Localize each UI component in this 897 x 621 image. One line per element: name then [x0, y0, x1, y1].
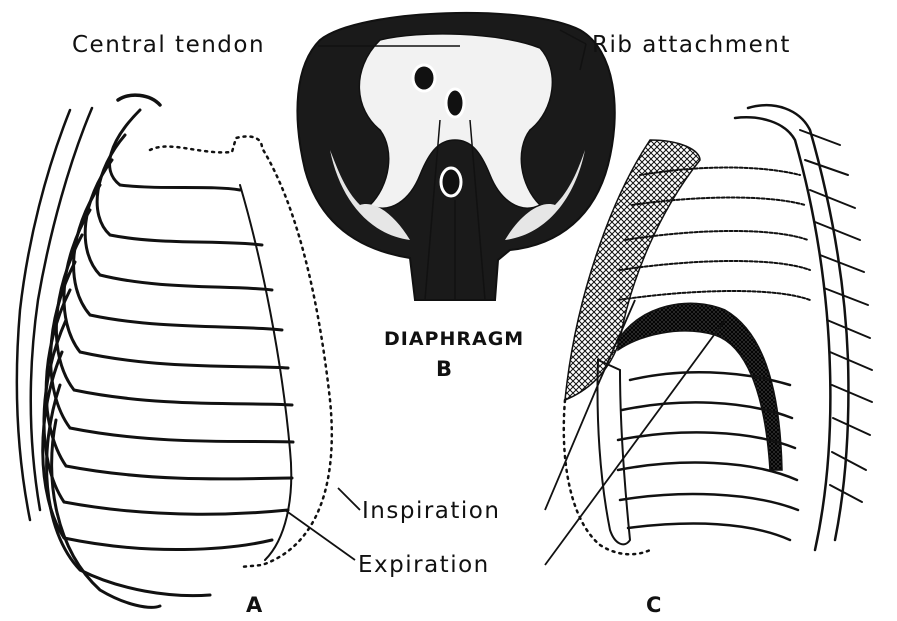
aortic-hiatus: [441, 168, 461, 196]
panel-b-label: B: [436, 357, 452, 381]
rib-attachment-label: Rib attachment: [592, 32, 791, 58]
inspiration-outline-a: [150, 136, 332, 567]
central-tendon-label: Central tendon: [72, 32, 265, 58]
ribs-a: [43, 110, 293, 607]
diaphragm-from-above: [297, 13, 614, 300]
inspiration-label: Inspiration: [362, 498, 500, 524]
sternum-c: [598, 360, 631, 544]
spine-c: [735, 105, 848, 550]
foramen-caval: [413, 65, 435, 91]
panel-c-label: C: [646, 593, 661, 617]
inspiration-leader-a: [338, 488, 360, 510]
expiration-outline-c: [564, 400, 650, 554]
panel-a-label: A: [246, 593, 263, 617]
esophageal-hiatus: [446, 89, 464, 117]
clavicle-a: [118, 95, 160, 105]
spinous-processes-c: [800, 130, 872, 502]
expiration-label: Expiration: [358, 552, 490, 578]
ribcage-front-view: [17, 95, 332, 607]
inspiration-leader-c: [545, 380, 600, 510]
diaphragm-dome-c: [618, 303, 782, 470]
diaphragm-label: DIAPHRAGM: [384, 328, 524, 350]
expiration-leader-a: [285, 510, 355, 560]
costal-margin-a: [240, 185, 291, 560]
